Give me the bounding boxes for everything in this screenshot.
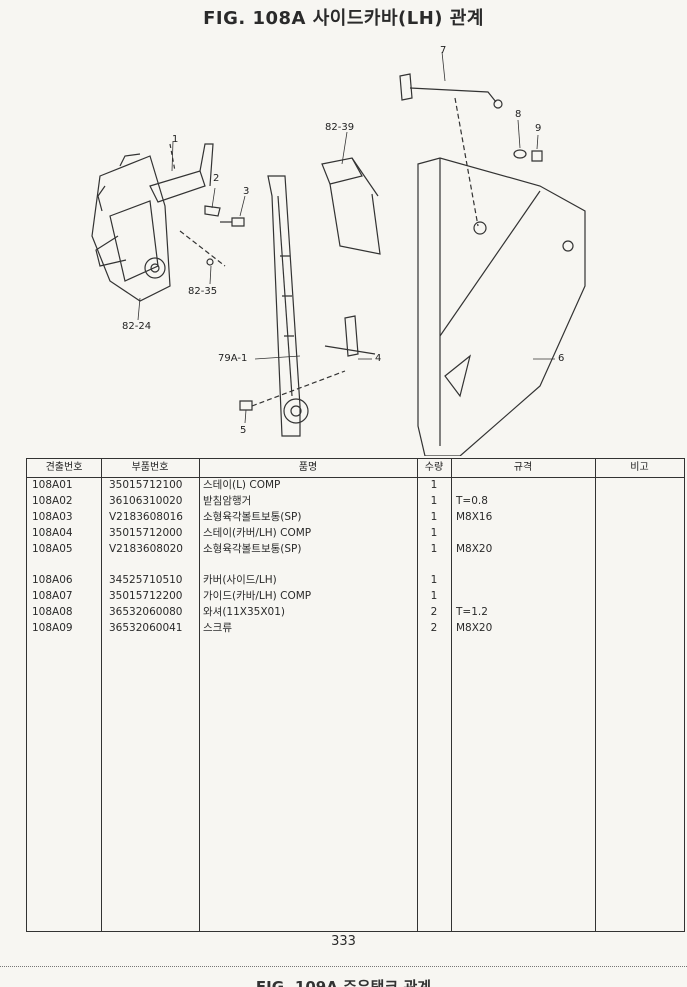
parts-table: 견출번호 부품번호 품명 수량 규격 비고 108A01 35015712100… — [26, 458, 685, 932]
cell-qty: 1 — [430, 527, 438, 539]
cell-part-no: 35015712200 — [109, 590, 183, 602]
column-divider — [595, 459, 596, 931]
exploded-parts-diagram: 1 2 3 4 5 6 7 8 9 82-39 82-35 82-24 79A-… — [0, 36, 687, 456]
table-row: 108A05 V2183608020 소형육각볼트보통(SP) 1 M8X20 — [27, 542, 684, 557]
callout-3: 3 — [243, 186, 250, 197]
cell-code: 108A03 — [32, 511, 73, 523]
callout-4: 4 — [375, 353, 382, 364]
cell-spec: T=1.2 — [456, 606, 488, 618]
cell-part-no: 36106310020 — [109, 495, 183, 507]
scan-edge-divider — [0, 966, 687, 970]
header-remark: 비고 — [630, 462, 649, 473]
leader-lines — [137, 51, 555, 424]
cell-name: 스테이(카버/LH) COMP — [203, 527, 312, 539]
cell-code: 108A08 — [32, 606, 73, 618]
cell-part-no: V2183608016 — [109, 511, 183, 523]
header-divider — [27, 477, 684, 478]
table-row: 108A08 36532060080 와셔(11X35X01) 2 T=1.2 — [27, 605, 684, 620]
callout-7: 7 — [440, 45, 447, 56]
cell-part-no: 35015712100 — [109, 479, 183, 491]
cell-part-no: 34525710510 — [109, 574, 183, 586]
cell-qty: 1 — [430, 590, 438, 602]
cell-spec: M8X20 — [456, 543, 493, 555]
header-qty: 수량 — [424, 462, 444, 473]
table-row: 108A01 35015712100 스테이(L) COMP 1 — [27, 478, 684, 493]
table-row: 108A09 36532060041 스크류 2 M8X20 — [27, 621, 684, 636]
stay-part-1 — [149, 143, 214, 203]
guide-rod-7 — [399, 73, 503, 235]
bolt-part-3 — [220, 217, 245, 227]
callout-1: 1 — [172, 134, 179, 145]
cell-qty: 2 — [430, 606, 438, 618]
page-number: 333 — [331, 934, 356, 949]
side-cover-6 — [417, 157, 586, 456]
parts-drawing — [91, 51, 586, 456]
header-part-no: 부품번호 — [131, 462, 169, 473]
callout-8: 8 — [515, 109, 522, 120]
cell-qty: 1 — [430, 479, 438, 491]
screw-9 — [531, 150, 543, 162]
cell-code: 108A06 — [32, 574, 73, 586]
callout-2: 2 — [213, 173, 220, 184]
cell-code: 108A01 — [32, 479, 73, 491]
cell-qty: 2 — [430, 622, 438, 634]
cell-name: 스크류 — [203, 622, 232, 634]
cell-name: 카버(사이드/LH) — [203, 574, 277, 586]
table-row: 108A07 35015712200 가이드(카바/LH) COMP 1 — [27, 589, 684, 604]
stay-part-4 — [324, 315, 376, 357]
cell-name: 가이드(카바/LH) COMP — [203, 590, 312, 602]
bolt-part-5 — [239, 370, 346, 411]
table-row: 108A04 35015712000 스테이(카버/LH) COMP 1 — [27, 526, 684, 541]
cell-name: 와셔(11X35X01) — [203, 606, 285, 618]
header-name: 품명 — [298, 462, 318, 473]
callout-82-24: 82-24 — [122, 321, 152, 332]
cell-spec: M8X16 — [456, 511, 493, 523]
cell-spec: M8X20 — [456, 622, 493, 634]
hanger-part-2 — [204, 205, 221, 217]
callout-79A-1: 79A-1 — [218, 353, 248, 364]
callout-82-39: 82-39 — [325, 122, 355, 133]
cell-qty: 1 — [430, 574, 438, 586]
washer-8 — [513, 149, 527, 159]
cell-name: 소형육각볼트보통(SP) — [203, 543, 302, 555]
cell-code: 108A09 — [32, 622, 73, 634]
cell-code: 108A07 — [32, 590, 73, 602]
cell-name: 스테이(L) COMP — [203, 479, 281, 491]
figure-title: FIG. 108A 사이드카바(LH) 관계 — [203, 8, 484, 29]
cell-qty: 1 — [430, 511, 438, 523]
callout-6: 6 — [558, 353, 565, 364]
table-row: 108A02 36106310020 받침암행거 1 T=0.8 — [27, 494, 684, 509]
column-divider — [417, 459, 418, 931]
cell-qty: 1 — [430, 543, 438, 555]
cell-code: 108A05 — [32, 543, 73, 555]
header-spec: 규격 — [513, 462, 533, 473]
cell-code: 108A04 — [32, 527, 73, 539]
cell-part-no: 36532060080 — [109, 606, 183, 618]
column-divider — [451, 459, 452, 931]
column-divider — [101, 459, 102, 931]
table-row: 108A06 34525710510 카버(사이드/LH) 1 — [27, 573, 684, 588]
table-row: 108A03 V2183608016 소형육각볼트보통(SP) 1 M8X16 — [27, 510, 684, 525]
cell-part-no: V2183608020 — [109, 543, 183, 555]
bracket-assembly-82-24 — [91, 153, 171, 302]
guide-82-39 — [321, 157, 381, 255]
cell-name: 받침암행거 — [203, 495, 252, 507]
cell-code: 108A02 — [32, 495, 73, 507]
column-divider — [199, 459, 200, 931]
cell-name: 소형육각볼트보통(SP) — [203, 511, 302, 523]
stay-79A-1 — [267, 175, 309, 437]
callout-5: 5 — [240, 425, 247, 436]
callout-9: 9 — [535, 123, 542, 134]
cell-part-no: 36532060041 — [109, 622, 183, 634]
cell-spec: T=0.8 — [456, 495, 488, 507]
callout-82-35: 82-35 — [188, 286, 218, 297]
next-figure-title: FIG. 109A 주유탱크 관계 — [255, 978, 432, 987]
header-code: 견출번호 — [45, 462, 83, 473]
cell-qty: 1 — [430, 495, 438, 507]
cell-part-no: 35015712000 — [109, 527, 183, 539]
